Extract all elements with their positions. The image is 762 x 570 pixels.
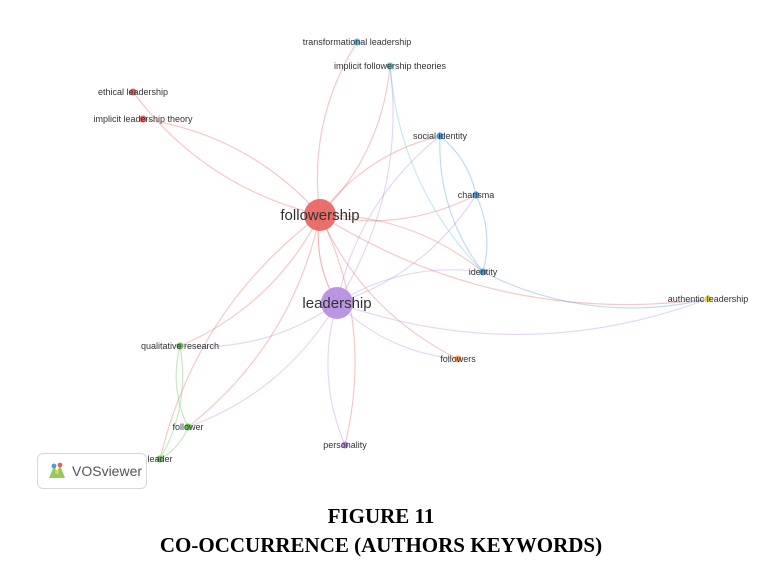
node-followers[interactable] — [454, 355, 462, 363]
node-authentic-leadership[interactable] — [704, 295, 712, 303]
node-label-follower: follower — [172, 422, 203, 432]
node-label-social-identity: social identity — [413, 131, 468, 141]
edge-followership-follower — [187, 214, 321, 428]
node-qualitative-research[interactable] — [176, 342, 184, 350]
node-label-leadership: leadership — [302, 295, 371, 312]
node-charisma[interactable] — [472, 191, 480, 199]
node-identity[interactable] — [479, 268, 487, 276]
figure-title: CO-OCCURRENCE (AUTHORS KEYWORDS) — [159, 533, 603, 557]
edge-followership-implicit-leadership-theory — [142, 118, 321, 216]
edges-layer — [132, 41, 709, 460]
node-leadership[interactable] — [321, 287, 353, 319]
node-label-charisma: charisma — [458, 190, 495, 200]
edge-followership-authentic-leadership — [319, 214, 709, 306]
node-personality[interactable] — [341, 441, 349, 449]
node-label-authentic-leadership: authentic leadership — [668, 294, 749, 304]
edge-leadership-qualitative-research — [179, 302, 338, 348]
nodes-layer — [129, 38, 712, 463]
edge-qualitative-research-leader — [159, 345, 184, 460]
edge-charisma-identity — [475, 194, 488, 273]
edge-social-identity-identity — [439, 135, 484, 273]
edge-identity-authentic-leadership — [482, 271, 709, 309]
edge-qualitative-research-follower — [175, 345, 189, 428]
edge-leadership-implicit-followership-theories — [336, 65, 394, 304]
node-label-transformational-leadership: transformational leadership — [303, 37, 412, 47]
node-label-followership: followership — [280, 207, 359, 224]
node-implicit-leadership-theory[interactable] — [139, 115, 147, 123]
node-label-leader: leader — [147, 454, 172, 464]
node-label-identity: identity — [469, 267, 498, 277]
edge-followership-identity — [319, 214, 484, 273]
edge-social-identity-charisma — [439, 135, 477, 196]
edge-leadership-personality — [327, 302, 346, 446]
node-label-implicit-followership-theories: implicit followership theories — [334, 61, 447, 71]
node-ethical-leadership[interactable] — [129, 88, 137, 96]
edge-followership-followers — [319, 214, 459, 360]
figure-number: FIGURE 11 — [327, 504, 435, 528]
edge-followership-qualitative-research — [179, 214, 321, 347]
edge-followership-charisma — [319, 194, 477, 222]
node-label-implicit-leadership-theory: implicit leadership theory — [93, 114, 193, 124]
edge-followership-social-identity — [319, 135, 441, 216]
vosviewer-logo-text: VOSviewer — [72, 463, 143, 479]
node-label-ethical-leadership: ethical leadership — [98, 87, 168, 97]
edge-followership-transformational-leadership — [316, 41, 358, 216]
labels-layer: followership leadership transformational l… — [93, 37, 748, 464]
node-label-qualitative-research: qualitative research — [141, 341, 219, 351]
edge-implicit-followership-theories-identity — [389, 65, 484, 273]
node-followership[interactable] — [304, 199, 336, 231]
node-implicit-followership-theories[interactable] — [386, 62, 394, 70]
vosviewer-logo-icon — [49, 462, 65, 478]
edge-leadership-charisma — [336, 194, 477, 304]
edge-leadership-identity — [336, 269, 484, 304]
edge-followership-personality — [319, 214, 356, 446]
edge-followership-leader — [159, 214, 321, 460]
edge-leadership-social-identity — [336, 135, 441, 304]
edge-followership-implicit-followership-theories — [319, 65, 391, 216]
node-label-followers: followers — [440, 354, 476, 364]
node-follower[interactable] — [184, 423, 192, 431]
edge-follower-leader — [159, 426, 189, 460]
node-transformational-leadership[interactable] — [353, 38, 361, 46]
edge-followership-ethical-leadership — [132, 91, 321, 216]
node-leader[interactable] — [156, 455, 164, 463]
vosviewer-logo: VOSviewer — [37, 453, 147, 489]
edge-leadership-authentic-leadership — [336, 298, 709, 335]
node-social-identity[interactable] — [436, 132, 444, 140]
node-label-personality: personality — [323, 440, 367, 450]
edge-leadership-follower — [187, 302, 338, 428]
keyword-network: followership leadership transformational l… — [93, 37, 748, 464]
